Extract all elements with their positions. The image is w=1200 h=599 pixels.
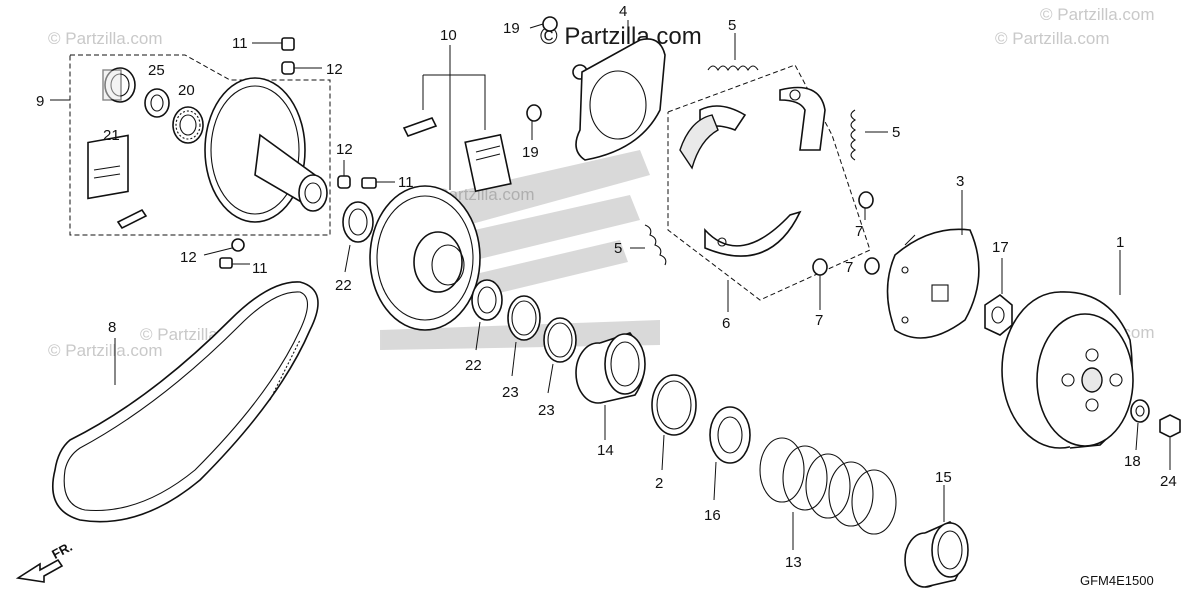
nut-7-mid	[864, 257, 880, 275]
watermark-main: © Partzilla.com	[540, 23, 702, 50]
o-ring-23-right	[543, 317, 577, 394]
grease-label-card	[87, 134, 129, 200]
watermark-mid-left: © Partzilla.com	[48, 341, 163, 360]
grease-label-card-10	[464, 133, 512, 193]
callout-7-low: 7	[815, 312, 823, 329]
clutch-outer-1	[1001, 250, 1134, 449]
callout-11-low: 11	[252, 260, 268, 277]
oil-seal-22-right	[471, 279, 503, 351]
pin-10	[402, 117, 438, 137]
callout-20: 20	[178, 82, 195, 99]
callout-14: 14	[597, 442, 614, 459]
watermark-right-2: © Partzilla.com	[1040, 5, 1155, 24]
drive-belt-8	[51, 281, 319, 523]
callout-7-mid: 7	[845, 259, 853, 276]
needle-bearing-21	[102, 67, 136, 103]
callout-17: 17	[992, 239, 1009, 256]
callout-4: 4	[619, 3, 627, 20]
callout-22-left: 22	[335, 277, 352, 294]
driven-face	[204, 77, 328, 223]
callout-8: 8	[108, 319, 116, 336]
o-ring-2	[651, 374, 697, 471]
callout-5-top: 5	[728, 17, 736, 34]
clutch-shoe-box-6	[667, 64, 871, 312]
callout-21: 21	[103, 127, 120, 144]
callout-23-left: 23	[502, 384, 519, 401]
callout-12-low: 12	[180, 249, 197, 266]
nut-7-low	[812, 258, 828, 310]
assembly-9-box	[50, 54, 331, 236]
callout-5-left: 5	[614, 240, 622, 257]
cap-12-mid	[337, 160, 351, 189]
spring-5-left	[630, 224, 667, 266]
callout-18: 18	[1124, 453, 1141, 470]
diagram-code: GFM4E1500	[1080, 573, 1154, 588]
callout-11-top: 11	[232, 35, 248, 52]
callout-19-mid: 19	[522, 144, 539, 161]
clutch-shoe-bottom	[704, 210, 802, 257]
assembly-10-lines	[422, 45, 486, 190]
callout-19-top: 19	[503, 20, 520, 37]
nut-7-top	[858, 191, 874, 220]
bolt-11-low	[219, 257, 250, 269]
watermark-top-left: © Partzilla.com	[48, 29, 163, 48]
front-direction-arrow: FR.	[15, 539, 75, 583]
callout-15: 15	[935, 469, 952, 486]
callout-12-mid: 12	[336, 141, 353, 158]
movable-driven-face	[369, 185, 481, 331]
callout-16: 16	[704, 507, 721, 524]
callout-6: 6	[722, 315, 730, 332]
callout-9: 9	[36, 93, 44, 110]
callout-1: 1	[1116, 234, 1124, 251]
watermark-top-right: © Partzilla.com	[995, 29, 1110, 48]
callout-7-top: 7	[855, 223, 863, 240]
bolt-11-mid	[361, 177, 395, 189]
callout-23-right: 23	[538, 402, 555, 419]
callout-2: 2	[655, 475, 663, 492]
spring-5-right	[850, 109, 888, 161]
oil-seal-16	[709, 406, 751, 501]
callout-12-top: 12	[326, 61, 343, 78]
drive-plate-3	[886, 190, 980, 339]
lock-nut-17	[984, 258, 1013, 336]
cap-12-low	[203, 238, 245, 256]
callout-13: 13	[785, 554, 802, 571]
callout-24: 24	[1160, 473, 1177, 490]
seal-ring-25	[144, 88, 170, 118]
cap-12-top	[281, 61, 322, 75]
spring-5-top	[707, 33, 759, 72]
callout-11-mid: 11	[398, 174, 414, 191]
clutch-plate-4	[575, 20, 666, 161]
o-ring-23-left	[507, 295, 541, 377]
callout-3: 3	[956, 173, 964, 190]
seal-collar-14	[575, 332, 646, 440]
pin-part	[116, 208, 148, 230]
callout-10: 10	[440, 27, 457, 44]
collar-15	[904, 485, 969, 588]
ball-bearing-20	[172, 106, 204, 144]
callout-labels: 9 25 20 21 11 12 12 11 12 11 10 22 22 23…	[36, 3, 1177, 571]
front-arrow-label: FR.	[49, 539, 75, 562]
callout-5-right: 5	[892, 124, 900, 141]
clutch-shoe-top	[679, 105, 747, 170]
nut-24	[1159, 414, 1181, 470]
driven-spring-13	[759, 437, 897, 550]
oil-seal-22-left	[342, 201, 374, 273]
callout-22-right: 22	[465, 357, 482, 374]
nut-19-mid	[526, 104, 542, 140]
nut-19-top	[529, 16, 558, 32]
callout-25: 25	[148, 62, 165, 79]
clutch-shoe-right	[779, 86, 826, 151]
washer-18	[1130, 399, 1150, 451]
bolt-11-top	[252, 37, 295, 51]
